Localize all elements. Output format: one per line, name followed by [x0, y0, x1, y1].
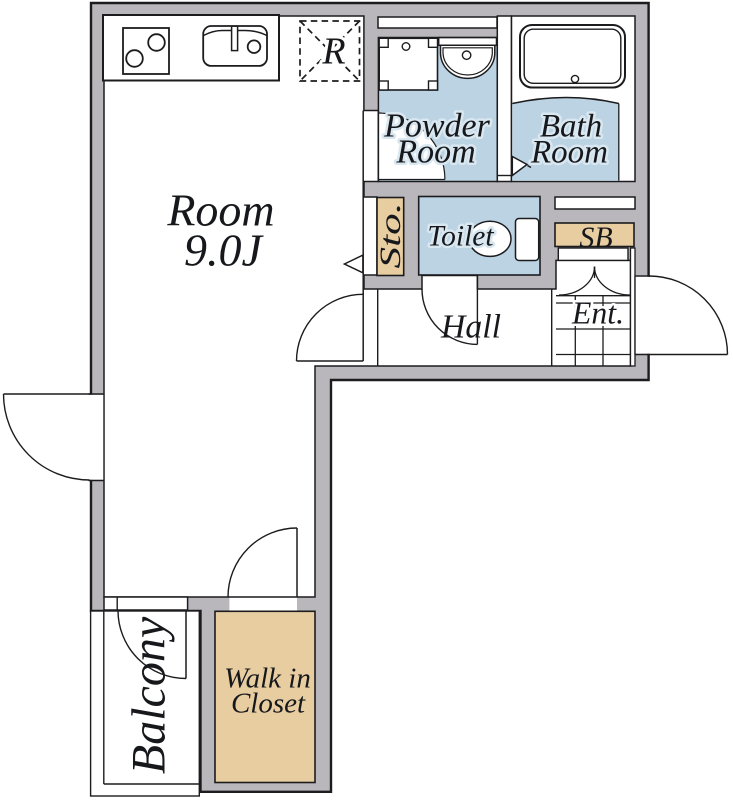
svg-text:R: R — [321, 31, 345, 73]
svg-text:Bath: Bath — [540, 108, 602, 144]
svg-text:9.0J: 9.0J — [184, 225, 265, 276]
svg-text:Room: Room — [166, 185, 274, 236]
svg-text:Walk in: Walk in — [224, 663, 311, 695]
svg-text:Room: Room — [395, 134, 475, 171]
svg-text:Toilet: Toilet — [427, 221, 494, 253]
svg-text:Balcony: Balcony — [123, 616, 176, 774]
svg-text:Room: Room — [530, 135, 608, 171]
svg-text:Ent.: Ent. — [571, 295, 624, 331]
svg-text:Closet: Closet — [231, 688, 306, 720]
svg-text:Sto.: Sto. — [374, 203, 407, 269]
svg-text:Hall: Hall — [440, 308, 501, 345]
svg-text:SB: SB — [579, 221, 612, 254]
svg-text:Powder: Powder — [383, 107, 491, 144]
